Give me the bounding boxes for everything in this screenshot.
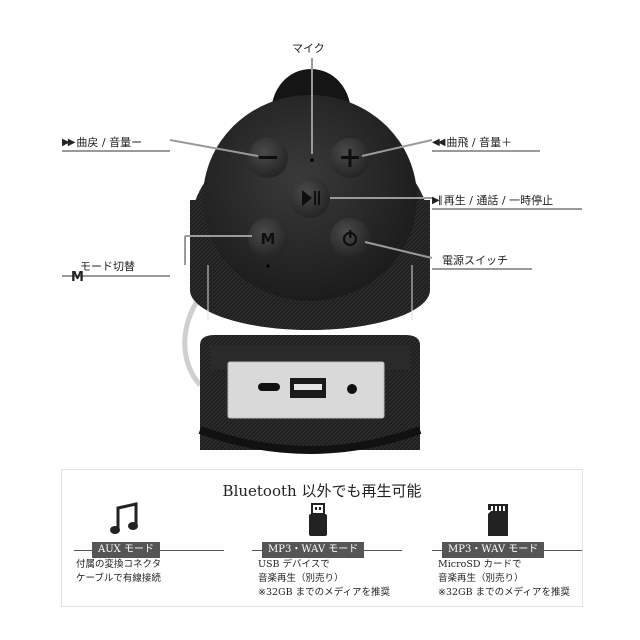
leader-next [432, 150, 540, 152]
rewind-icon: ▶▶ [62, 136, 75, 148]
mode-m-icon: M [71, 270, 84, 285]
play-pause-icon: ▶‖ [432, 194, 443, 206]
usb-mode-tag: MP3・WAV モード [262, 542, 365, 558]
play-button [290, 178, 330, 218]
aux-desc: 付属の変換コネクタ ケーブルで有線接続 [76, 559, 162, 584]
usb-icon [309, 503, 327, 536]
label-next: ◀◀ 曲飛 / 音量＋ [432, 136, 513, 149]
mode-button: M [248, 218, 288, 258]
playback-modes-panel: Bluetooth 以外でも再生可能 AUX モード 付属の変換コネクタ ケーブ… [62, 470, 582, 606]
mode-led [266, 264, 270, 268]
usb-c-port [258, 383, 280, 391]
label-prev: ▶▶ 曲戻 / 音量ー [62, 136, 143, 149]
music-note-icon [110, 502, 138, 534]
svg-text:M: M [261, 230, 276, 248]
label-mode: モード切替 [80, 260, 135, 273]
label-play: ▶‖ 再生 / 通話 / 一時停止 [432, 194, 554, 207]
sd-desc: MicroSD カードで 音楽再生（別売り） ※32GB までのメディアを推奨 [438, 559, 570, 598]
fast-forward-icon: ◀◀ [432, 136, 445, 148]
leader-power [432, 268, 532, 270]
prev-button [248, 138, 288, 178]
mic-hole [310, 158, 314, 162]
panel-title: Bluetooth 以外でも再生可能 [222, 482, 422, 500]
sd-mode-tag: MP3・WAV モード [442, 542, 545, 558]
leader-play [432, 208, 582, 210]
usb-desc: USB デバイスで 音楽再生（別売り） ※32GB までのメディアを推奨 [258, 559, 390, 598]
aux-mode-tag: AUX モード [92, 542, 160, 558]
next-button [330, 138, 370, 178]
leader-prev [62, 150, 170, 152]
sd-card-icon [488, 504, 508, 536]
label-mic: マイク [292, 42, 325, 55]
aux-port [347, 384, 357, 394]
power-button [330, 218, 370, 258]
label-power: 電源スイッチ [442, 254, 508, 267]
leader-mode [62, 275, 170, 277]
